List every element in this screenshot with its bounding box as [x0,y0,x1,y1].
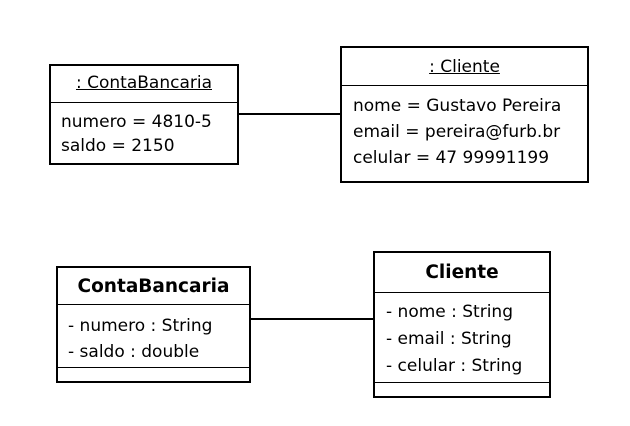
attribute-nome: - nome : String [386,302,514,322]
class-name: Cliente [375,253,549,293]
object-title: : ContaBancaria [51,66,237,103]
class-conta-bancaria: ContaBancaria - numero : String - saldo … [56,266,251,383]
attribute-nome: nome = Gustavo Pereira [353,96,562,116]
class-attributes: - nome : String - email : String - celul… [375,293,549,383]
class-name: ContaBancaria [58,268,249,305]
object-title: : Cliente [342,48,587,86]
attribute-numero: numero = 4810-5 [61,112,212,132]
object-cliente: : Cliente nome = Gustavo Pereira email =… [340,46,589,183]
object-link [239,113,340,115]
object-conta-bancaria: : ContaBancaria numero = 4810-5 saldo = … [49,64,239,165]
attribute-saldo: - saldo : double [68,342,200,362]
attribute-celular: celular = 47 99991199 [353,148,550,168]
class-association [251,318,373,320]
attribute-celular: - celular : String [386,356,523,376]
attribute-email: email = pereira@furb.br [353,122,561,142]
attribute-saldo: saldo = 2150 [61,136,175,156]
object-attributes: numero = 4810-5 saldo = 2150 [51,103,237,158]
attribute-email: - email : String [386,329,512,349]
class-cliente: Cliente - nome : String - email : String… [373,251,551,398]
object-attributes: nome = Gustavo Pereira email = pereira@f… [342,86,587,171]
class-attributes: - numero : String - saldo : double [58,305,249,368]
attribute-numero: - numero : String [68,316,213,336]
